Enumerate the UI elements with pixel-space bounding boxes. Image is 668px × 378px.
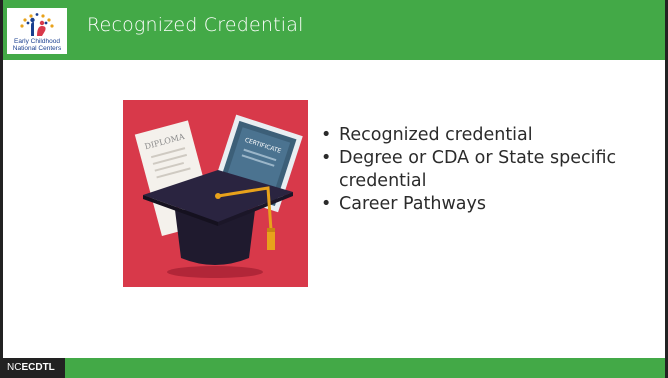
credential-illustration: CERTIFICATE DIPLOMA [123, 100, 308, 287]
footer-tag-bold: ECDTL [21, 362, 55, 373]
bullet-item: • Recognized credential [319, 124, 639, 147]
bullet-dot: • [321, 148, 332, 168]
footer-bar: NCECDTL [3, 358, 665, 378]
footer-tag: NCECDTL [3, 358, 65, 378]
bullet-item: • Degree or CDA or State specific credent… [319, 147, 639, 193]
footer-tag-prefix: NC [7, 362, 22, 373]
bullet-text: Career Pathways [339, 194, 486, 214]
logo-children-icon [20, 13, 54, 36]
graduation-cap-diploma-certificate-icon: CERTIFICATE DIPLOMA [134, 114, 303, 278]
logo-text-line2: National Centers [12, 45, 62, 52]
bullet-text: Degree or CDA or State specific credenti… [339, 148, 617, 191]
bullet-text: Recognized credential [339, 125, 533, 145]
slide-title: Recognized Credential [87, 14, 304, 36]
bullet-dot: • [321, 125, 332, 145]
ecnc-logo: Early Childhood National Centers [7, 8, 67, 54]
bullet-dot: • [321, 194, 332, 214]
header-bar: Early Childhood National Centers Recogni… [3, 0, 665, 60]
logo-text: Early Childhood National Centers [13, 38, 61, 52]
bullet-item: • Career Pathways [319, 193, 639, 216]
bullet-list: • Recognized credential • Degree or CDA or… [319, 124, 639, 216]
logo-text-line1: Early Childhood [14, 38, 60, 45]
